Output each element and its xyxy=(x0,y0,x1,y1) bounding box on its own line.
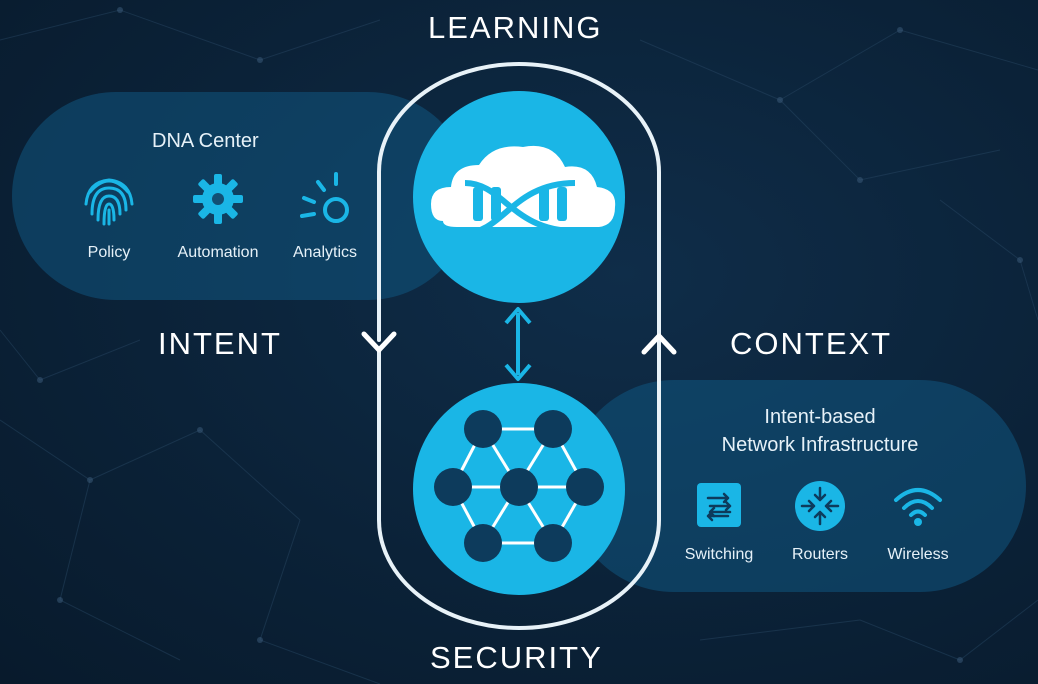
wifi-icon xyxy=(894,488,942,526)
analytics-label: Analytics xyxy=(292,244,358,261)
security-label: SECURITY xyxy=(430,640,603,675)
analytics-icon xyxy=(300,172,349,223)
bidirectional-arrow-icon xyxy=(504,307,532,381)
network-title-line2: Network Infrastructure xyxy=(721,434,919,456)
automation-label: Automation xyxy=(177,244,259,261)
switching-label: Switching xyxy=(684,546,754,563)
network-mesh-icon xyxy=(434,410,604,562)
policy-label: Policy xyxy=(87,244,131,261)
down-arrow-icon xyxy=(361,331,397,353)
router-icon xyxy=(795,481,845,531)
dna-cloud-icon xyxy=(431,145,616,236)
up-arrow-icon xyxy=(641,333,677,355)
wireless-label: Wireless xyxy=(887,546,949,563)
network-title-line1: Intent-based xyxy=(764,406,876,428)
switch-icon xyxy=(697,483,741,527)
fingerprint-icon xyxy=(84,178,134,226)
dna-center-title: DNA Center xyxy=(152,130,259,152)
network-infrastructure-panel xyxy=(568,380,1026,592)
routers-label: Routers xyxy=(791,546,849,563)
intent-label: INTENT xyxy=(158,326,282,361)
learning-label: LEARNING xyxy=(428,10,603,45)
gear-icon xyxy=(193,174,243,224)
context-label: CONTEXT xyxy=(730,326,893,361)
